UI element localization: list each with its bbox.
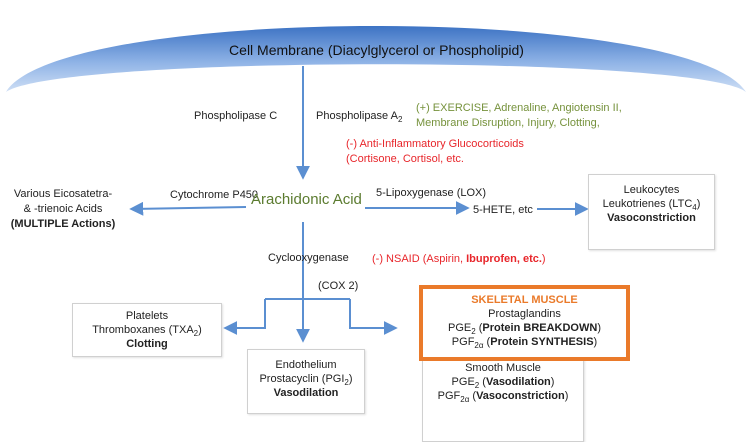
stimulators-line-2: Membrane Disruption, Injury, Clotting, <box>416 117 600 129</box>
cox2-label: (COX 2) <box>318 280 359 292</box>
skeletal-pge2-label: PGE2 (Protein BREAKDOWN) <box>448 322 601 337</box>
leukotrienes-label: Leukotrienes (LTC4) <box>602 198 701 213</box>
leukocytes-effect: Vasoconstriction <box>607 212 696 224</box>
membrane-label: Cell Membrane (Diacylglycerol or Phospho… <box>229 42 524 58</box>
inhibitors-line-2: (Cortisone, Cortisol, etc. <box>346 153 464 165</box>
endothelium-effect: Vasodilation <box>273 387 339 399</box>
phospholipase-a2-label: Phospholipase A2 <box>316 110 403 125</box>
thromboxanes-label: Thromboxanes (TXA2) <box>92 324 202 339</box>
eicosa-line-1: Various Eicosatetra- <box>13 188 113 200</box>
arrow-to-skeletal <box>349 299 398 335</box>
arrow-to-platelets <box>223 299 266 335</box>
platelets-box: Platelets Thromboxanes (TXA2) Clotting <box>72 303 222 357</box>
arrow-aa-to-eicosa <box>129 201 247 216</box>
eicosa-line-3: (MULTIPLE Actions) <box>10 218 116 230</box>
prostaglandins-label: Prostaglandins <box>488 308 561 320</box>
cytochrome-p450-label: Cytochrome P450 <box>170 189 259 201</box>
skeletal-muscle-box: SKELETAL MUSCLE Prostaglandins PGE2 (Pro… <box>419 285 630 361</box>
lipoxygenase-label: 5-Lipoxygenase (LOX) <box>376 187 487 199</box>
leukocytes-box: Leukocytes Leukotrienes (LTC4) Vasoconst… <box>588 174 715 250</box>
phospholipase-c-label: Phospholipase C <box>194 110 278 122</box>
prostacyclin-label: Prostacyclin (PGI2) <box>259 373 353 388</box>
inhibitors-line-1: (-) Anti-Inflammatory Glucocorticoids <box>346 138 524 150</box>
leukocytes-title: Leukocytes <box>623 184 680 196</box>
arachidonic-acid-label: Arachidonic Acid <box>251 191 362 208</box>
eicosa-line-2: & -trienoic Acids <box>23 203 103 215</box>
cell-membrane-arc <box>6 26 746 92</box>
smooth-muscle-title: Smooth Muscle <box>465 362 541 374</box>
platelets-title: Platelets <box>125 310 169 322</box>
cyclooxygenase-label: Cyclooxygenase <box>268 252 349 264</box>
platelets-effect: Clotting <box>126 338 168 350</box>
endothelium-box: Endothelium Prostacyclin (PGI2) Vasodila… <box>247 349 365 414</box>
smooth-pge2-label: PGE2 (Vasodilation) <box>451 376 555 391</box>
stimulators-line-1: (+) EXERCISE, Adrenaline, Angiotensin II… <box>416 102 622 114</box>
smooth-pgf2a-label: PGF2α (Vasoconstriction) <box>437 390 569 405</box>
skeletal-pgf2a-label: PGF2α (Protein SYNTHESIS) <box>451 336 598 351</box>
endothelium-title: Endothelium <box>275 359 337 371</box>
skeletal-muscle-title: SKELETAL MUSCLE <box>471 294 578 306</box>
hete-label: 5-HETE, etc <box>473 204 533 216</box>
nsaid-label: (-) NSAID (Aspirin, Ibuprofen, etc.) <box>372 253 546 265</box>
